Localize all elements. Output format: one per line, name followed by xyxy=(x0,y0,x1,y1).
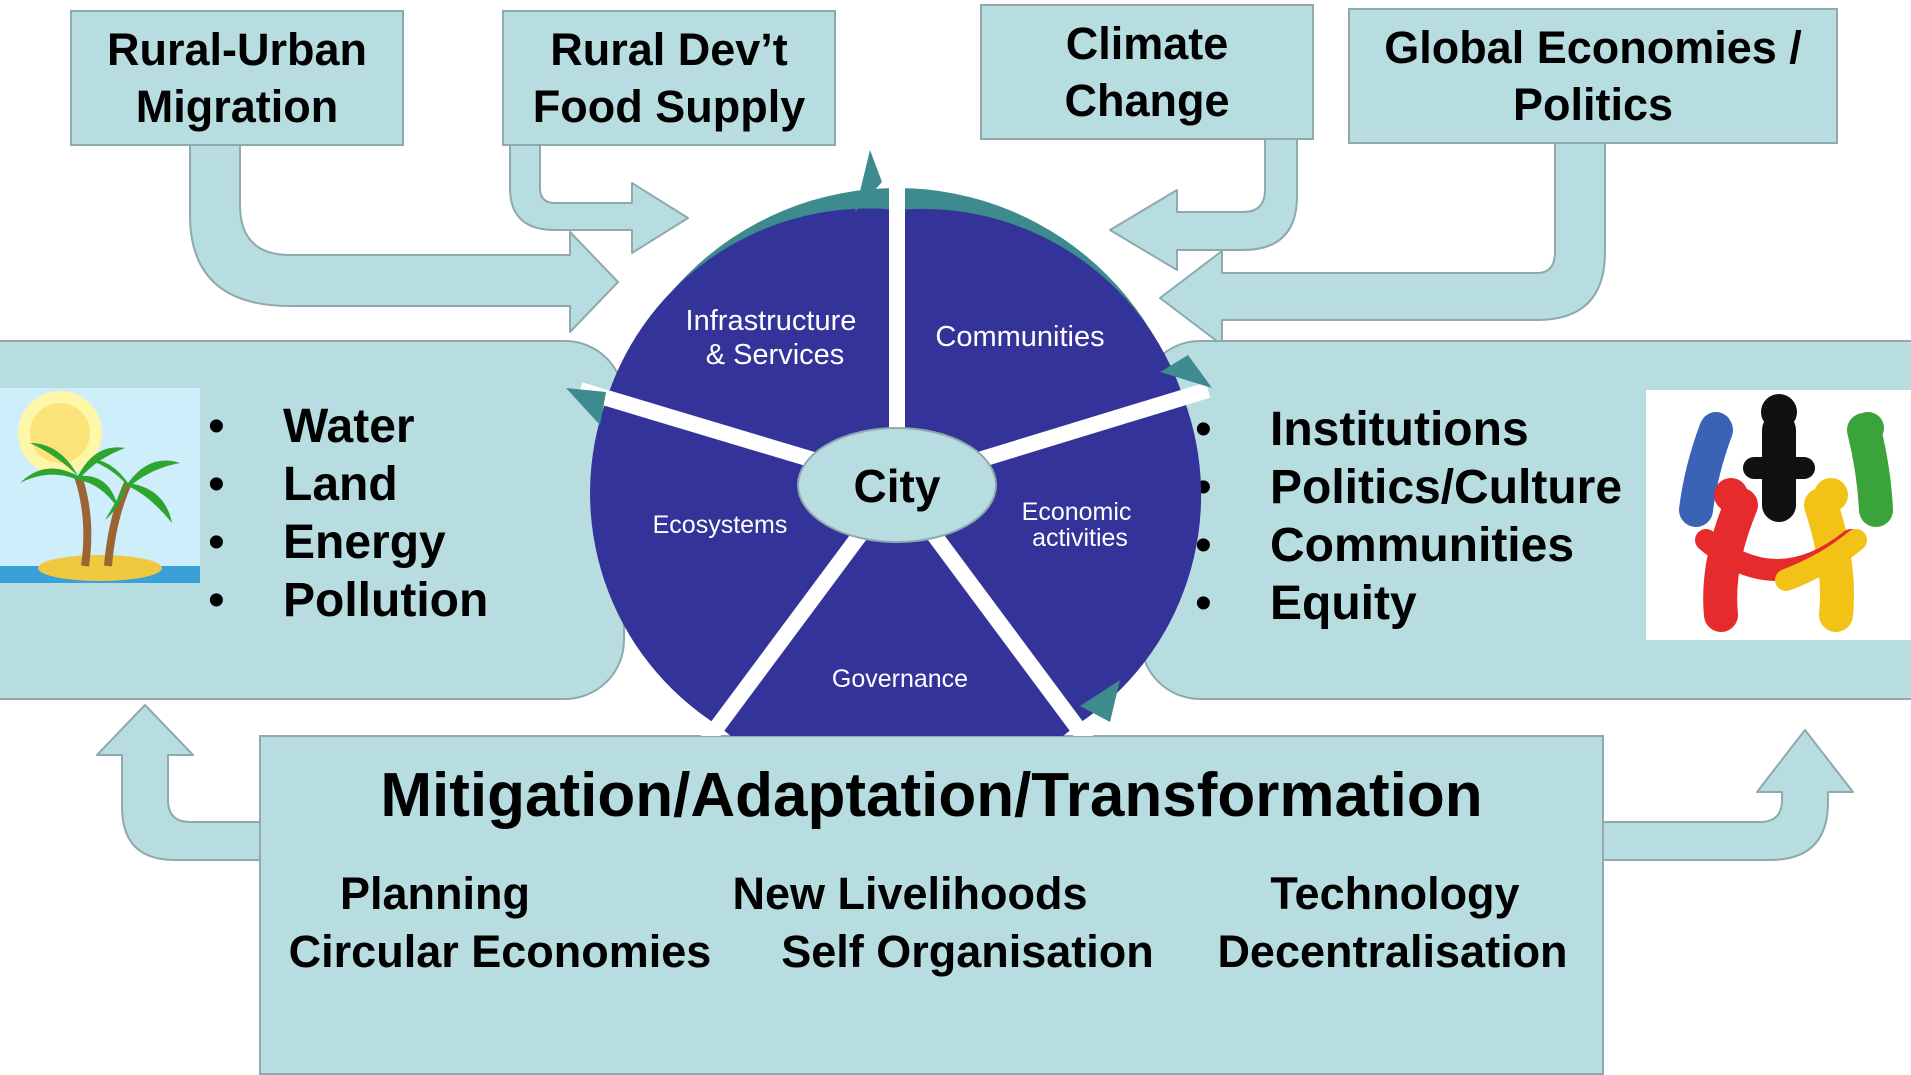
palm-island-icon xyxy=(0,388,200,583)
label-circular-economies: Circular Economies xyxy=(288,926,712,977)
resource-item: Water xyxy=(208,398,488,456)
global-economies-politics-box: Global Economies / Politics xyxy=(1348,8,1838,144)
label-new-livelihoods: New Livelihoods xyxy=(732,868,1088,919)
global-arrow xyxy=(1159,139,1606,346)
label-self-organisation: Self Organisation xyxy=(781,926,1154,977)
rural-urban-migration-box: Rural-Urban Migration xyxy=(70,10,404,146)
climate-arrow xyxy=(1109,135,1298,271)
resource-item: Energy xyxy=(208,514,488,572)
migration-arrow xyxy=(189,139,619,333)
society-list: Institutions Politics/Culture Communitie… xyxy=(1195,401,1622,633)
society-item: Institutions xyxy=(1195,401,1622,459)
resources-list: Water Land Energy Pollution xyxy=(208,398,488,630)
society-item: Politics/Culture xyxy=(1195,459,1622,517)
society-item: Communities xyxy=(1195,517,1622,575)
left-return-arrow xyxy=(96,704,264,861)
resource-item: Land xyxy=(208,456,488,514)
rural-dev-food-supply-box: Rural Dev’t Food Supply xyxy=(502,10,836,146)
mitigation-title: Mitigation/Adaptation/Transformation xyxy=(380,761,1483,830)
diagram-canvas: Rural-Urban Migration Rural Dev’t Food S… xyxy=(0,0,1911,1051)
climate-change-box: Climate Change xyxy=(980,4,1314,140)
label-planning: Planning xyxy=(340,868,530,919)
people-circle-icon xyxy=(1646,390,1911,640)
label-technology: Technology xyxy=(1270,868,1520,919)
label-decentralisation: Decentralisation xyxy=(1217,926,1568,977)
right-return-arrow xyxy=(1599,729,1854,861)
society-item: Equity xyxy=(1195,575,1622,633)
food-supply-arrow xyxy=(509,139,689,254)
resource-item: Pollution xyxy=(208,572,488,630)
